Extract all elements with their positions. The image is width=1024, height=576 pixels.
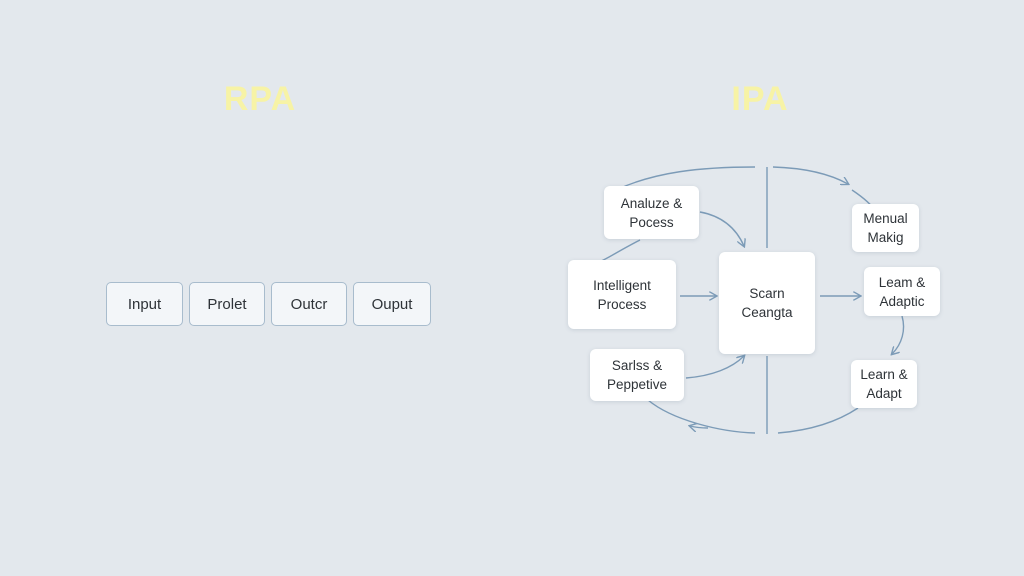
node-leam-line2: Adaptic [879,293,925,309]
ipa-title: IPA [731,80,789,118]
node-leam-line1: Leam & [878,274,926,290]
node-analyze-line2: Pocess [629,214,674,230]
arc-bottom-return [690,426,709,428]
arc-right-lower [892,315,905,354]
arc-top-left [615,166,756,191]
rpa-step-outcr: Outcr [271,282,347,326]
node-intelligent-line1: Intelligent [593,277,651,293]
node-center-scarn: Scarn Ceangta [719,252,815,354]
node-intelligent-process: Intelligent Process [568,260,676,329]
node-learn-line2: Adapt [866,386,902,401]
arc-top-right [772,166,848,184]
node-center-line2: Ceangta [741,305,793,320]
node-menual-line1: Menual [863,211,908,226]
arrow-sarlss-center [685,356,744,379]
node-sarlss-line2: Peppetive [606,377,668,392]
arrow-analyze-center [699,211,744,246]
node-sarlss-line1: Sarlss & [611,358,663,373]
node-learn-line1: Learn & [860,367,908,382]
node-analyze-line1: Analuze & [620,195,683,211]
node-center-line1: Scarn [749,286,785,301]
node-leam-adaptic: Leam & Adaptic [864,267,940,316]
rpa-step-input: Input [106,282,183,326]
node-menual-makig: Menual Makig [852,204,919,252]
node-analyze-process: Analuze & Pocess [604,186,699,239]
rpa-step-ouput: Ouput [353,282,431,326]
node-intelligent-line2: Process [597,296,647,312]
rpa-title: RPA [223,80,297,118]
node-learn-adapt: Learn & Adapt [851,360,917,408]
rpa-step-prolet: Prolet [189,282,265,326]
node-sarlss-peppetive: Sarlss & Peppetive [590,349,684,401]
node-menual-line2: Makig [867,230,904,245]
arc-bottom-right [777,407,859,434]
